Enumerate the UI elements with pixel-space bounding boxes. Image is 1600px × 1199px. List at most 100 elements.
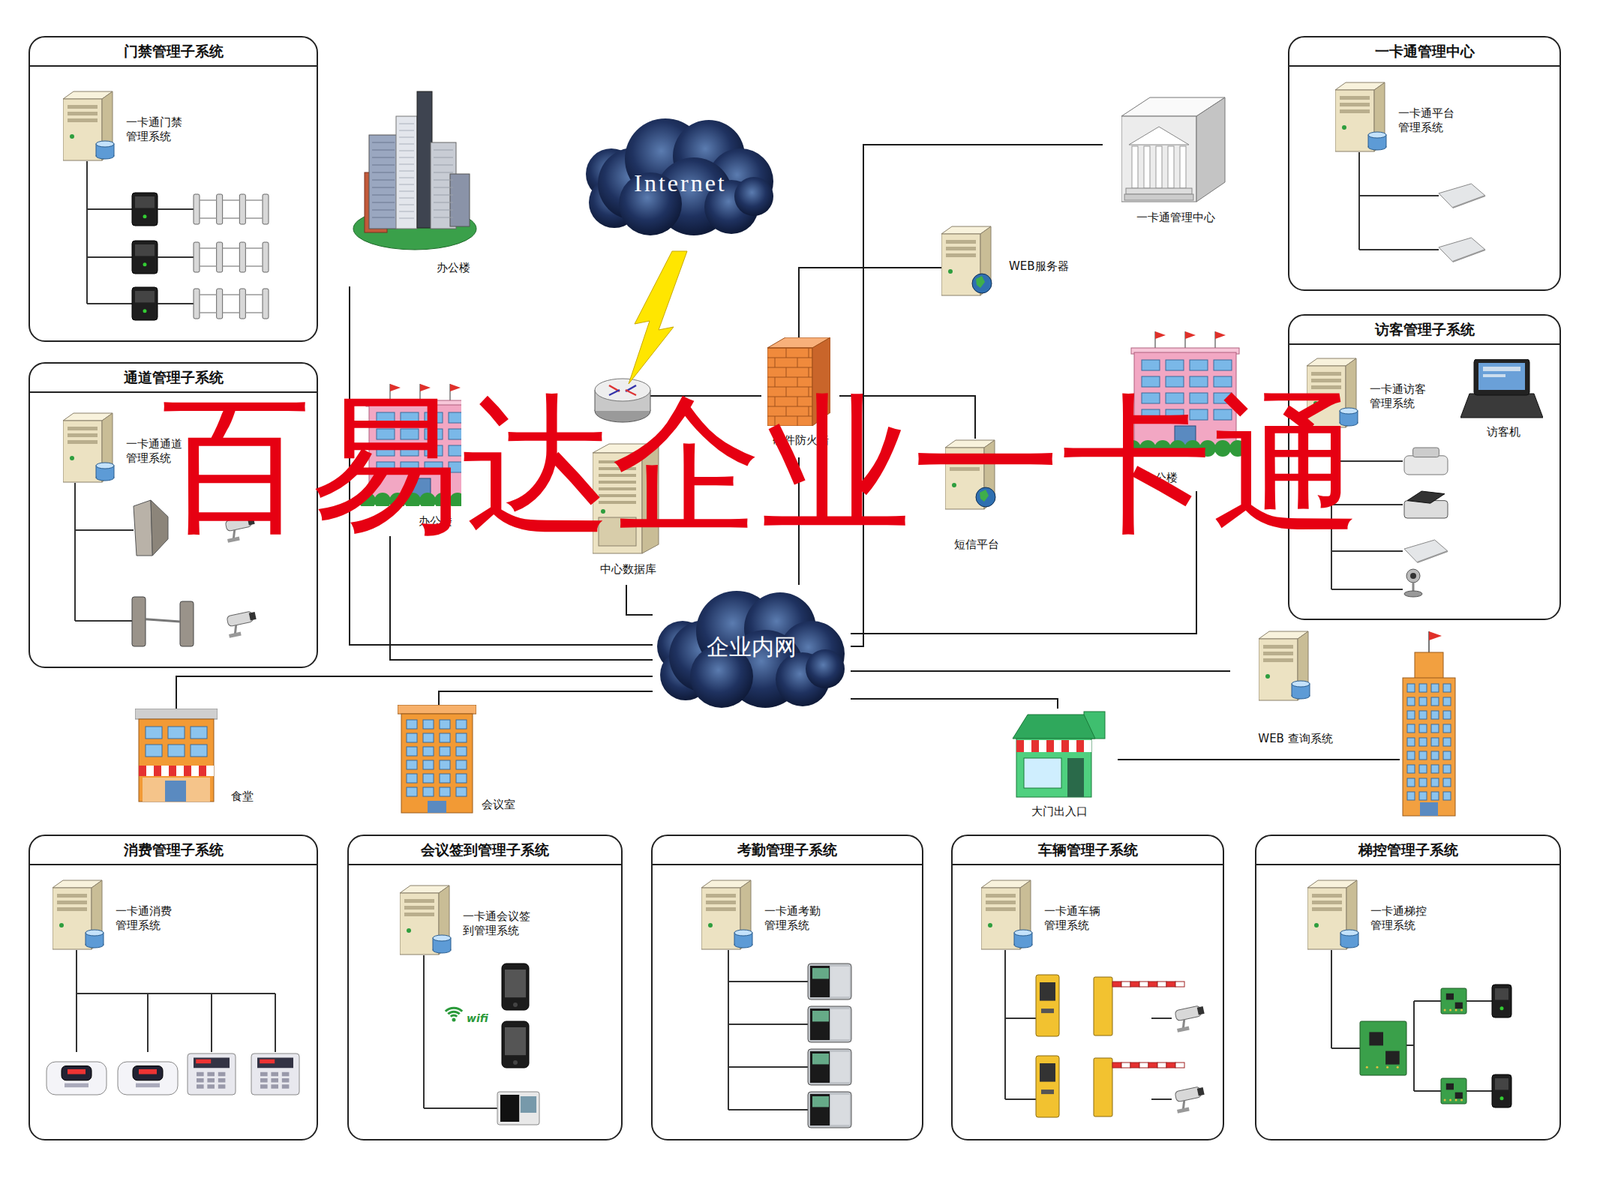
device-illustrations-part [1406, 569, 1420, 583]
device-illustrations-part [199, 312, 217, 314]
tower-building-part [1443, 711, 1451, 720]
cluster-icon-part [372, 202, 395, 204]
dbt-icon-part [600, 509, 606, 514]
device-illustrations-part [75, 993, 78, 1053]
canteen-icon-part [145, 744, 163, 757]
device-illustrations-part [807, 1006, 852, 1043]
tower-building-part [1431, 684, 1439, 693]
connector-line [626, 585, 653, 616]
fw-icon [767, 337, 831, 427]
pink-icon-part [1229, 440, 1246, 457]
server-icon-part [1311, 894, 1342, 898]
meet-icon-part [423, 774, 434, 784]
cluster-icon-part [372, 195, 395, 196]
pink-icon-part [1141, 409, 1160, 421]
server-icon-part [708, 923, 713, 928]
meet-icon-part [406, 760, 418, 770]
subsystem-panel: 门禁管理子系统一卡通门禁管理系统 [28, 36, 319, 343]
cluster-icon-part [396, 116, 418, 229]
device-illustrations-part [135, 244, 155, 256]
device-illustrations-part [218, 1072, 226, 1078]
dbt-icon-part [598, 487, 637, 491]
device-illustrations-part [262, 194, 269, 225]
fw-icon-part [767, 416, 813, 418]
kiosk-icon-part [1012, 714, 1096, 739]
device-illustrations-part [199, 247, 217, 250]
server-icon-part [1311, 385, 1342, 390]
kiosk-icon-part [1046, 740, 1054, 753]
cluster-icon-part [399, 137, 415, 139]
lightning-bolt [628, 251, 688, 385]
device-illustrations-part [1151, 1098, 1172, 1101]
server-node: 一卡通会议签到管理系统 [399, 884, 536, 960]
pink-icon-part [400, 412, 419, 424]
meet-icon-part [456, 733, 467, 743]
server-icon-part [96, 462, 115, 469]
tower-building-part [1443, 751, 1451, 760]
device-illustrations-part [1130, 981, 1140, 988]
device-illustrations-part [1494, 988, 1509, 1000]
canteen-icon-part [146, 765, 154, 777]
meet-icon-part [423, 747, 434, 757]
server-icon-part [1311, 907, 1342, 912]
server-icon-part [1263, 658, 1294, 663]
device-illustrations-part [132, 287, 158, 321]
connector-line [850, 491, 1197, 634]
device-illustrations-part [76, 993, 276, 995]
bank-icon-part [1131, 146, 1138, 189]
panel-title: 通道管理子系统 [30, 363, 317, 394]
node-label: 中心数据库 [577, 562, 679, 577]
dbt-icon-part [598, 494, 637, 498]
cluster-icon-part [399, 218, 415, 220]
pink-icon [360, 382, 462, 507]
srvg-icon-part [945, 253, 976, 258]
node-label: WEB 查询系统 [1230, 732, 1361, 747]
canteen-icon-part [198, 765, 207, 777]
fw-icon-part [808, 348, 810, 358]
tower-building-part [1443, 792, 1451, 801]
device-illustrations-part [1460, 1008, 1463, 1012]
device-illustrations-part [199, 265, 217, 268]
device-illustrations-part [728, 1023, 808, 1026]
cluster-icon-part [372, 172, 395, 174]
device-illustrations-part [1157, 1062, 1167, 1069]
server-icon-part [404, 912, 435, 917]
cluster-icon-part [399, 198, 415, 199]
visitor-icon [1460, 359, 1543, 420]
device-illustrations-part [520, 1096, 537, 1114]
fw-icon-part [786, 348, 787, 358]
device-illustrations-part [132, 597, 146, 647]
device-illustrations-part [1466, 1090, 1492, 1093]
device-illustrations-part [1004, 950, 1006, 1100]
dbt-icon-part [598, 474, 637, 478]
device-illustrations-part [1455, 1008, 1458, 1012]
server-icon-part [1263, 651, 1294, 656]
kiosk-icon-part [1031, 740, 1039, 753]
device-illustrations-part [807, 963, 852, 1000]
device-illustrations-part [74, 483, 76, 622]
canteen-icon-part [206, 765, 214, 777]
wifi-label: wifi [466, 1013, 489, 1024]
server-icon-part [404, 906, 435, 910]
tower-building-part [1443, 765, 1451, 774]
device-illustrations-part [193, 288, 200, 319]
kiosk-icon-part [1038, 740, 1047, 753]
device-illustrations-part [1440, 988, 1467, 1015]
device-illustrations-part [830, 966, 850, 997]
device-illustrations-part [504, 1027, 526, 1056]
cluster-icon-part [399, 130, 415, 132]
device-illustrations-part [1440, 1078, 1467, 1105]
server-icon [52, 879, 107, 951]
device-illustrations-part [807, 1092, 852, 1129]
fw-icon-part [767, 348, 813, 427]
server-icon [1258, 630, 1330, 724]
subsystem-panel: 访客管理子系统一卡通访客管理系统访客机 [1287, 314, 1561, 621]
pink-icon-part [1141, 360, 1160, 371]
device-illustrations-part [143, 309, 148, 313]
canteen-icon-part [165, 780, 187, 802]
device-illustrations-part [1446, 993, 1454, 1001]
network-node: WEB 查询系统 [1230, 630, 1361, 754]
node-label: 一卡通车辆管理系统 [1044, 904, 1103, 934]
device-illustrations-part [1330, 428, 1333, 590]
node-label: 短信平台 [933, 537, 1020, 553]
